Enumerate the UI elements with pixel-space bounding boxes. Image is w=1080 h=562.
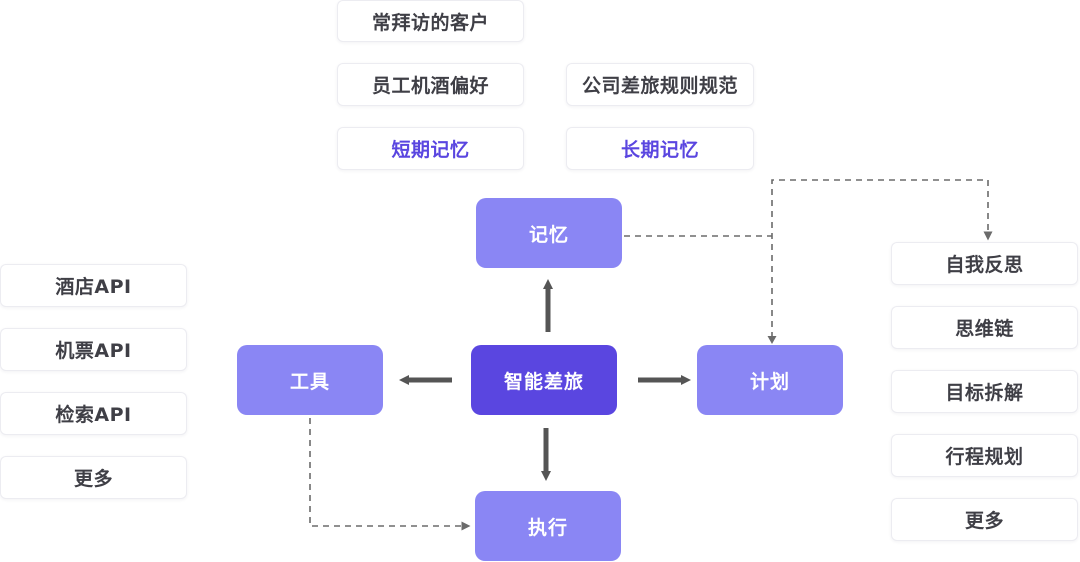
plan-item-chain-of-thought: 思维链 xyxy=(891,306,1078,349)
node-memory: 记忆 xyxy=(476,198,622,268)
tool-item-flight-api: 机票API xyxy=(0,328,187,371)
plan-item-goal-decomposition: 目标拆解 xyxy=(891,370,1078,413)
node-plan: 计划 xyxy=(697,345,843,415)
memory-item-travel-policy: 公司差旅规则规范 xyxy=(566,63,754,106)
tool-item-more: 更多 xyxy=(0,456,187,499)
dashed-arrowhead-into-plan xyxy=(767,336,777,344)
dashed-plan-to-reflection xyxy=(771,179,993,338)
dashed-tools-to-execute xyxy=(309,418,471,531)
node-tools: 工具 xyxy=(237,345,383,415)
short-term-memory-title: 短期记忆 xyxy=(337,127,524,170)
long-term-memory-title: 长期记忆 xyxy=(566,127,754,170)
plan-item-self-reflection: 自我反思 xyxy=(891,242,1078,285)
node-smart-travel: 智能差旅 xyxy=(471,345,617,415)
plan-item-itinerary-planning: 行程规划 xyxy=(891,434,1078,477)
tool-item-hotel-api: 酒店API xyxy=(0,264,187,307)
memory-item-frequent-clients: 常拜访的客户 xyxy=(337,0,524,42)
node-execute: 执行 xyxy=(475,491,621,561)
plan-item-more: 更多 xyxy=(891,498,1078,541)
memory-item-staff-preferences: 员工机酒偏好 xyxy=(337,63,524,106)
tool-item-search-api: 检索API xyxy=(0,392,187,435)
